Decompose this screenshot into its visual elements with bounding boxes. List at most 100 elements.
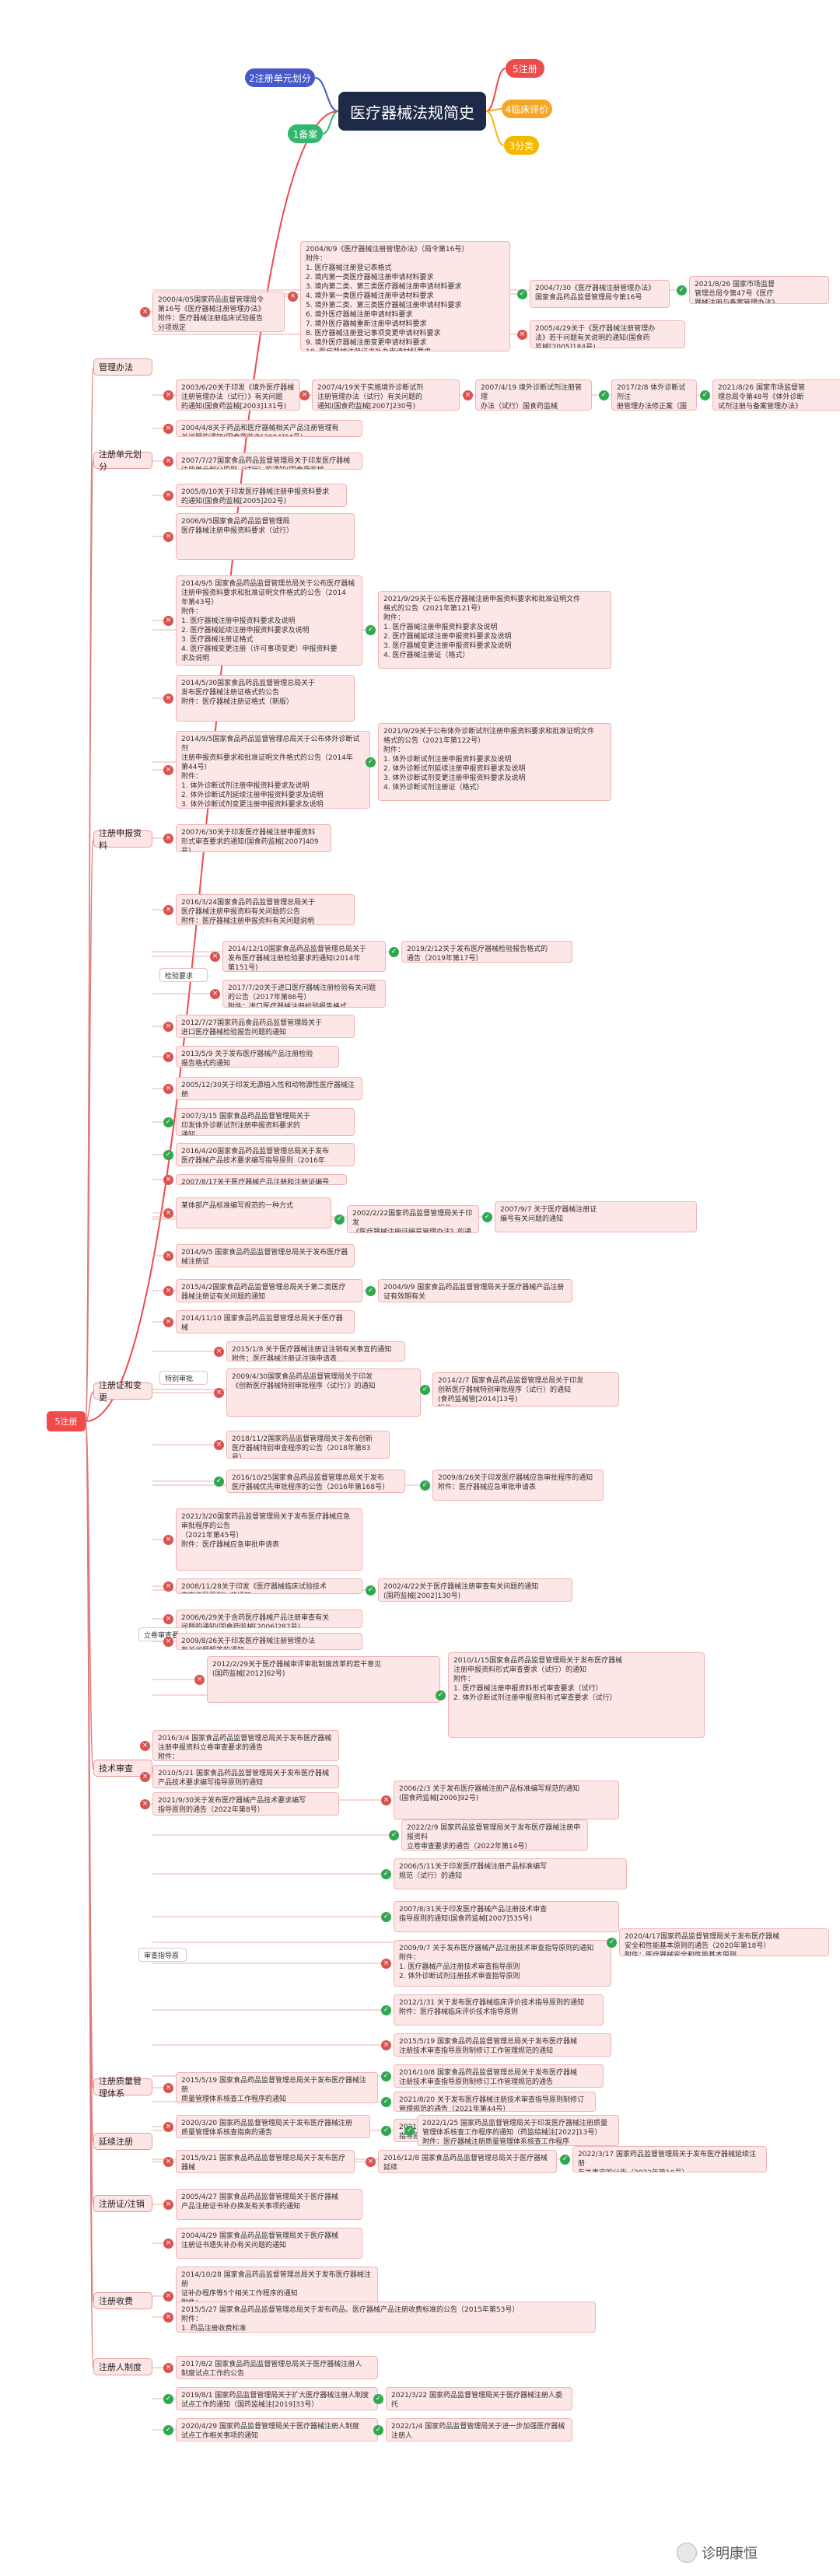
- node-48[interactable]: 2009/8/26关于印发医疗器械注册管理办法 有关问题解答的通知: [176, 1633, 362, 1650]
- node-43[interactable]: 2021/3/20国家药品监督管理局关于发布医疗器械应急审批程序的公告 （202…: [176, 1508, 362, 1571]
- node-75[interactable]: 2017/8/2 国家食品药品监督管理总局关于医疗器械注册人 制度试点工作的公告: [176, 2356, 378, 2379]
- node-25[interactable]: 2013/5/9 关于发布医疗器械产品注册检验 报告格式的通知: [176, 1046, 339, 1068]
- main-branch-3[interactable]: 1备案: [288, 124, 323, 143]
- node-45[interactable]: 2008/11/28关于印发《医疗器械临床试验技术 审查指导原则》的通知 附件：…: [176, 1578, 362, 1594]
- node-35[interactable]: 2004/9/9 国家食品药品监督管理局关于医疗器械产品注册证有效期有关 问题的…: [378, 1279, 572, 1302]
- chapter-3[interactable]: 注册证和变更: [93, 1380, 152, 1403]
- node-11[interactable]: 2007/7/27国家食品药品监督管理局关于印发医疗器械 注册单元划分原则（试行…: [176, 453, 362, 470]
- node-15[interactable]: 2021/9/29关于公布医疗器械注册申报资料要求和批准证明文件 格式的公告（2…: [378, 591, 611, 669]
- main-branch-0[interactable]: 2注册单元划分: [245, 68, 315, 87]
- node-41[interactable]: 2016/10/25国家食品药品监督管理总局关于发布 医疗器械优先审批程序的公告…: [226, 1470, 405, 1493]
- node-23[interactable]: 2017/7/20关于进口医疗器械注册检验有关问题 的公告（2017年第86号）…: [222, 980, 386, 1008]
- chapter-7[interactable]: 注册证/注销: [93, 2195, 152, 2212]
- subgroup-2[interactable]: 立卷审查要求: [138, 1627, 187, 1641]
- node-52[interactable]: 2022/2/9 国家药品监督管理局关于发布医疗器械注册申报资料 立卷审查要求的…: [401, 1819, 588, 1851]
- node-77[interactable]: 2020/4/29 国家药品监督管理局关于医疗器械注册人制度 试点工作相关事项的…: [176, 2418, 378, 2441]
- node-3[interactable]: 2021/8/26 国家市场监督 管理总局令第47号《医疗 器械注册与备案管理办…: [689, 276, 829, 304]
- node-47[interactable]: 2006/6/29关于含药医疗器械产品注册审查有关 问题的通知(国食药监械[20…: [176, 1610, 362, 1628]
- node-76[interactable]: 2019/8/1 国家药品监督管理局关于扩大医疗器械注册人制度 试点工作的通知（…: [176, 2387, 378, 2410]
- node-49[interactable]: 2012/2/29关于医疗器械审评审批制度改革的若干意见 (国药监械[2012]…: [207, 1656, 440, 1703]
- node-67[interactable]: 2022/1/25 国家药品监督管理局关于印发医疗器械注册质量 管理体系核查工作…: [417, 2115, 619, 2146]
- node-63[interactable]: 2021/8/20 关于发布医疗器械注册技术审查指导原则制修订 管理规范的通告（…: [394, 2092, 596, 2112]
- node-69[interactable]: 2016/12/8 国家食品药品监督管理总局关于医疗器械延续 注册申报资料要求有…: [378, 2150, 557, 2173]
- node-9[interactable]: 2021/8/26 国家市场监督管 理总局令第48号《体外诊断 试剂注册与备案管…: [712, 379, 840, 411]
- node-24[interactable]: 2012/7/27国家药品食品药品监督管理局关于 进口医疗器械检验报告问题的通知…: [176, 1015, 355, 1038]
- subgroup-1[interactable]: 特别审批: [159, 1371, 208, 1385]
- node-57[interactable]: 2007/8/31关于印发医疗器械产品注册技术审查 指导原则的通知(国食药监械[…: [394, 1901, 619, 1932]
- node-68[interactable]: 2015/9/21 国家食品药品监督管理总局关于发布医疗器械 延续注册有关事宜的…: [176, 2150, 355, 2173]
- node-53[interactable]: 2010/5/21 国家食品药品监督管理局关于发布医疗器械 产品技术要求编写指导…: [152, 1765, 339, 1788]
- chapter-2[interactable]: 注册申报资料: [93, 828, 152, 851]
- node-19[interactable]: 2007/6/30关于印发医疗器械注册申报资料 形式审查要求的通知(国食药监械[…: [176, 824, 331, 852]
- node-32[interactable]: 2007/9/7 关于医疗器械注册证 编号有关问题的通知: [495, 1201, 697, 1232]
- subgroup-3[interactable]: 审查指导原则: [138, 1948, 187, 1962]
- chapter-1[interactable]: 注册单元划分: [93, 449, 152, 472]
- node-42[interactable]: 2009/8/26关于印发医疗器械应急审批程序的通知 附件：医疗器械应急审批申请…: [432, 1470, 604, 1501]
- node-6[interactable]: 2007/4/19关于实施境外诊断试剂 注册管理办法（试行）有关问题的 通知(国…: [312, 379, 460, 411]
- node-66[interactable]: 2020/3/20 国家药品监督管理局关于发布医疗器械注册 质量管理体系核查指南…: [176, 2115, 370, 2138]
- node-5[interactable]: 2003/6/20关于印发《境外医疗器械 注册管理办法（试行）》有关问题 的通知…: [176, 379, 300, 411]
- node-36[interactable]: 2014/11/10 国家食品药品监督管理总局关于医疗器械 注册证载明事项变更有…: [176, 1310, 355, 1333]
- node-1[interactable]: 2004/8/9《医疗器械注册管理办法》（局令第16号） 附件： 1. 医疗器械…: [300, 241, 510, 351]
- main-branch-1[interactable]: 5注册: [506, 59, 544, 78]
- node-39[interactable]: 2014/2/7 国家食品药品监督管理总局关于印发 创新医疗器械特别审批程序（试…: [432, 1372, 619, 1407]
- node-37[interactable]: 2015/1/8 关于医疗器械注册证注销有关事宜的通知 附件：医疗器械注册证注销…: [226, 1341, 405, 1361]
- node-70[interactable]: 2022/3/17 国家药品监督管理局关于发布医疗器械延续注册 有关事宜的公告（…: [572, 2146, 767, 2172]
- node-0[interactable]: 2000/4/05国家药品监督管理局令 第16号《医疗器械注册管理办法》 附件：…: [152, 292, 285, 332]
- node-33[interactable]: 2014/9/5 国家食品药品监督管理总局关于发布医疗器械注册证 格式的公告 附…: [176, 1244, 355, 1267]
- node-12[interactable]: 2005/8/10关于印发医疗器械注册申报资料要求 的通知(国食药监械[2005…: [176, 484, 347, 507]
- node-50[interactable]: 2010/1/15国家食品药品监督管理局关于发布医疗器械 注册申报资料形式审查要…: [448, 1652, 705, 1738]
- chapter-6[interactable]: 延续注册: [93, 2133, 152, 2150]
- node-18[interactable]: 2021/9/29关于公布体外诊断试剂注册申报资料要求和批准证明文件 格式的公告…: [378, 723, 611, 801]
- node-54[interactable]: 2021/9/30关于发布医疗器械产品技术要求编写 指导原则的通告（2022年第…: [152, 1792, 339, 1816]
- node-56[interactable]: 2006/5/11关于印发医疗器械注册产品标准编写 规范（试行）的通知: [394, 1858, 627, 1889]
- node-28[interactable]: 2016/4/20国家食品药品监督管理总局关于发布 医疗器械产品技术要求编写指导…: [176, 1143, 355, 1166]
- node-38[interactable]: 2009/4/30国家食品药品监督管理局关于印发 《创新医疗器械特别审批程序（试…: [226, 1368, 421, 1417]
- chapter-4[interactable]: 技术审查: [93, 1760, 152, 1777]
- main-branch-2[interactable]: 4临床评价: [502, 100, 552, 118]
- node-27[interactable]: 2007/3/15 国家食品药品监督管理局关于 印发体外诊断试剂注册申报资料要求…: [176, 1108, 355, 1136]
- node-16[interactable]: 2014/5/30国家食品药品监督管理总局关于 发布医疗器械注册证格式的公告 附…: [176, 675, 355, 722]
- node-14[interactable]: 2014/9/5 国家食品药品监督管理总局关于公布医疗器械 注册申报资料要求和批…: [176, 575, 362, 666]
- node-4[interactable]: 2005/4/29关于《医疗器械注册管理办 法》若干问题有关说明的通知(国食药 …: [530, 320, 685, 348]
- node-40[interactable]: 2018/11/2国家药品监督管理局关于发布创新 医疗器械特别审查程序的公告（2…: [226, 1431, 390, 1459]
- node-31[interactable]: 2002/2/22国家药品监督管理局关于印发 《医疗器械注册证编号管理办法》的通…: [347, 1205, 479, 1233]
- check-icon: ✓: [599, 390, 609, 400]
- node-20[interactable]: 2016/3/24国家食品药品监督管理总局关于 医疗器械注册申报资料有关问题的公…: [176, 894, 355, 925]
- chapter-5[interactable]: 注册质量管理体系: [93, 2076, 152, 2099]
- cross-icon: ×: [163, 694, 173, 704]
- chapter-8[interactable]: 注册收费: [93, 2292, 152, 2309]
- node-72[interactable]: 2004/4/29 国家食品药品监督管理局关于医疗器械 注册证书遗失补办有关问题…: [176, 2228, 362, 2259]
- node-22[interactable]: 2019/2/12关于发布医疗器械检验报告格式的 通告（2019年第17号）: [401, 941, 572, 963]
- node-79[interactable]: 2022/1/4 国家药品监督管理局关于进一步加强医疗器械注册人 委托生产监督管…: [386, 2418, 572, 2441]
- node-74[interactable]: 2015/5/27 国家食品药品监督管理总局关于发布药品、医疗器械产品注册收费标…: [176, 2302, 596, 2333]
- chapter-9[interactable]: 注册人制度: [93, 2358, 152, 2375]
- node-13[interactable]: 2006/9/5国家食品药品监督管理局 医疗器械注册申报资料要求（试行）: [176, 513, 355, 560]
- node-61[interactable]: 2015/5/19 国家食品药品监督管理总局关于发布医疗器械 注册技术审查指导原…: [394, 2033, 611, 2057]
- node-17[interactable]: 2014/9/5国家食品药品监督管理总局关于公布体外诊断试剂 注册申报资料要求和…: [176, 731, 370, 809]
- node-7[interactable]: 2007/4/19 境外诊断试剂注册管理 办法（试行）国食药监械 [2007]2…: [475, 379, 592, 411]
- node-65[interactable]: 2015/5/19 国家食品药品监督管理总局关于发布医疗器械注册 质量管理体系核…: [176, 2072, 378, 2103]
- node-30[interactable]: 某体部产品标准编写规范的一种方式: [176, 1197, 331, 1229]
- node-10[interactable]: 2004/4/8关于药品和医疗器械相关产品注册管理有 关问题的通知(国食药监办[…: [176, 420, 362, 437]
- chapter-0[interactable]: 管理办法: [93, 358, 152, 376]
- node-2[interactable]: 2004/7/30《医疗器械注册管理办法》 国家食品药品监督管理局令第16号: [530, 280, 670, 308]
- node-55[interactable]: 2006/2/3 关于发布医疗器械注册产品标准编写规范的通知 (国食药监械[20…: [394, 1781, 619, 1819]
- node-71[interactable]: 2005/4/27 国家食品药品监督管理局关于医疗器械 产品注册证书补办换发有关…: [176, 2189, 362, 2220]
- subgroup-0[interactable]: 检验要求: [159, 968, 208, 982]
- node-21[interactable]: 2014/12/10国家食品药品监督管理总局关于 发布医疗器械注册检验要求的通知…: [222, 941, 386, 972]
- node-59[interactable]: 2012/1/31 关于发布医疗器械临床评价技术指导原则的通知 附件：医疗器械临…: [394, 1994, 604, 2025]
- node-58[interactable]: 2009/9/7 关于发布医疗器械产品注册技术审查指导原则的通知 附件： 1. …: [394, 1940, 611, 1987]
- node-78[interactable]: 2021/3/22 国家药品监督管理局关于医疗器械注册人委托 生产有关事项的公告: [386, 2387, 572, 2410]
- active-branch-node[interactable]: 5注册: [47, 1411, 86, 1431]
- node-46[interactable]: 2002/4/22关于医疗器械注册审查有关问题的通知 (国药监械[2002]13…: [378, 1578, 572, 1602]
- node-51[interactable]: 2016/3/4 国家食品药品监督管理总局关于发布医疗器械 注册申报资料立卷审查…: [152, 1730, 339, 1761]
- main-branch-4[interactable]: 3分类: [504, 136, 539, 155]
- central-topic[interactable]: 医疗器械法规简史: [338, 92, 486, 131]
- node-34[interactable]: 2015/4/2国家食品药品监督管理总局关于第二类医疗 器械注册证有关问题的通知: [176, 1279, 362, 1302]
- node-62[interactable]: 2016/10/8 国家食品药品监督管理总局关于发布医疗器械 注册技术审查指导原…: [394, 2064, 604, 2088]
- node-8[interactable]: 2017/2/8 体外诊断试剂注 册管理办法修正案（国家 食品药品监督管理总局令…: [611, 379, 697, 411]
- node-29[interactable]: 2007/8/17关于医疗器械产品注册和注册证编号 有关问题的通知: [176, 1174, 347, 1185]
- node-60[interactable]: 2020/4/17国家药品监督管理局关于发布医疗器械 安全和性能基本原则的通告（…: [619, 1928, 829, 1956]
